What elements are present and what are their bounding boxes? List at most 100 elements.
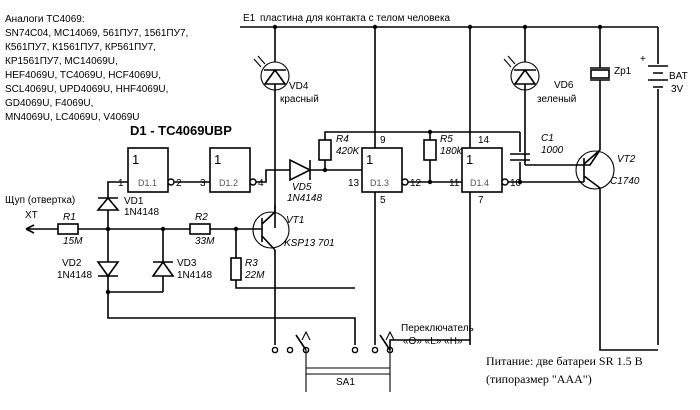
pin-label: 2 [176, 178, 182, 189]
bat-ref: BAT [669, 71, 688, 82]
pin-label: 3 [200, 178, 206, 189]
transistor-vt1 [252, 205, 290, 345]
zp1-ref: Zp1 [614, 66, 632, 77]
gate-name: D1.1 [138, 178, 157, 188]
battery-bat [648, 27, 668, 345]
r4-val: 420K [336, 146, 361, 157]
gate-d1-2 [209, 147, 257, 193]
junction [322, 167, 328, 173]
vd3-ref: VD3 [177, 258, 197, 269]
piezo-zp1 [590, 27, 610, 140]
junction [517, 179, 523, 185]
gate-name: D1.4 [470, 178, 489, 188]
r5-val: 180k [440, 146, 463, 157]
wire [107, 292, 356, 345]
vt1-val: KSP13 701 [284, 238, 335, 249]
r2-ref: R2 [195, 212, 208, 223]
pin-label: 1 [118, 178, 124, 189]
led-vd4 [253, 27, 290, 228]
pin-label: 12 [410, 178, 422, 189]
gate-one: 1 [366, 152, 373, 167]
wire [599, 345, 658, 351]
vd2-ref: VD2 [62, 258, 82, 269]
gate-d1-3 [361, 147, 409, 193]
r5-ref: R5 [440, 134, 453, 145]
c1-val: 1000 [541, 145, 564, 156]
e1-label: E1 [243, 13, 256, 24]
pin-label: 9 [380, 135, 386, 146]
r1-ref: R1 [63, 212, 76, 223]
analogs-line: GD4069U, F4069U, [5, 98, 93, 109]
power-note-1: Питание: две батареи SR 1.5 В [486, 354, 643, 368]
diode-vd2 [96, 229, 120, 292]
vt2-ref: VT2 [617, 154, 636, 165]
pin-label: 5 [380, 195, 386, 206]
r3-ref: R3 [245, 258, 258, 269]
resistor-r4 [318, 131, 430, 170]
sa1-ref: SA1 [336, 377, 355, 388]
pin-label: 10 [510, 178, 522, 189]
pin-label: 11 [449, 178, 460, 189]
analogs-line: SN74C04, MC14069, 561ПУ7, 1561ПУ7, [5, 28, 188, 39]
switch-sa1[interactable] [271, 330, 395, 392]
probe-arrow [25, 224, 35, 234]
gate-name: D1.2 [219, 178, 238, 188]
r2-val: 33M [195, 236, 215, 247]
ic-title: D1 - TC4069UBP [130, 123, 232, 138]
r3-val: 22M [244, 270, 265, 281]
pin-label: 13 [348, 178, 360, 189]
analogs-line: К561ПУ7, К1561ПУ7, КР561ПУ7, [5, 42, 156, 53]
vd1-ref: VD1 [124, 196, 144, 207]
r4-ref: R4 [336, 134, 349, 145]
transistor-vt2 [525, 140, 615, 205]
bat-plus: + [640, 54, 646, 65]
analogs-line: КР1561ПУ7, MC14069U, [5, 56, 118, 67]
diode-vd3 [151, 229, 175, 292]
resistor-r2 [189, 223, 211, 235]
wire [389, 339, 470, 350]
analogs-line: HEF4069U, TC4069U, HCF4069U, [5, 70, 161, 81]
bat-val: 3V [671, 84, 684, 95]
pin-label: 7 [478, 195, 484, 206]
led-vd6 [503, 27, 540, 165]
pin-label: 4 [258, 178, 264, 189]
gate-one: 1 [132, 152, 139, 167]
gate-one: 1 [466, 152, 473, 167]
r1-val: 15M [63, 236, 83, 247]
gate-d1-1 [127, 147, 175, 193]
power-note-2: (типоразмер "ААА") [486, 372, 592, 386]
analogs-line: MN4069U, LC4069U, V4069U [5, 112, 140, 123]
vd2-val: 1N4148 [57, 270, 92, 281]
vd1-val: 1N4148 [124, 207, 159, 218]
vt2-val: C1740 [610, 176, 640, 187]
plate-label: пластина для контакта с телом человека [260, 13, 451, 24]
diode-vd1 [96, 181, 128, 229]
vt1-ref: VT1 [286, 215, 304, 226]
vd4-val: красный [280, 94, 319, 105]
xt-label: XT [25, 210, 38, 221]
vd5-ref: VD5 [292, 182, 312, 193]
pin-label: 14 [478, 135, 490, 146]
analogs-line: SCL4069U, UPD4069U, HHF4069U, [5, 84, 168, 95]
switch-positions: «О» «L» «H» [403, 336, 463, 347]
analogs-title: Аналоги ТС4069: [5, 14, 85, 25]
vd6-ref: VD6 [554, 80, 574, 91]
diode-vd5 [289, 158, 362, 182]
c1-ref: C1 [541, 133, 554, 144]
resistor-r5 [423, 132, 437, 182]
probe-label: Щуп (отвертка) [5, 195, 75, 206]
gate-d1-4 [461, 147, 509, 193]
capacitor-c1 [510, 132, 530, 182]
gate-one: 1 [214, 152, 221, 167]
switch-title: Переключатель [401, 323, 474, 334]
vd4-ref: VD4 [289, 81, 309, 92]
wire [256, 169, 290, 183]
resistor-r3 [230, 229, 355, 289]
vd6-val: зеленый [537, 94, 576, 105]
resistor-r1 [57, 223, 79, 235]
gate-name: D1.3 [370, 178, 389, 188]
vd5-val: 1N4148 [287, 193, 322, 204]
vd3-val: 1N4148 [177, 270, 212, 281]
